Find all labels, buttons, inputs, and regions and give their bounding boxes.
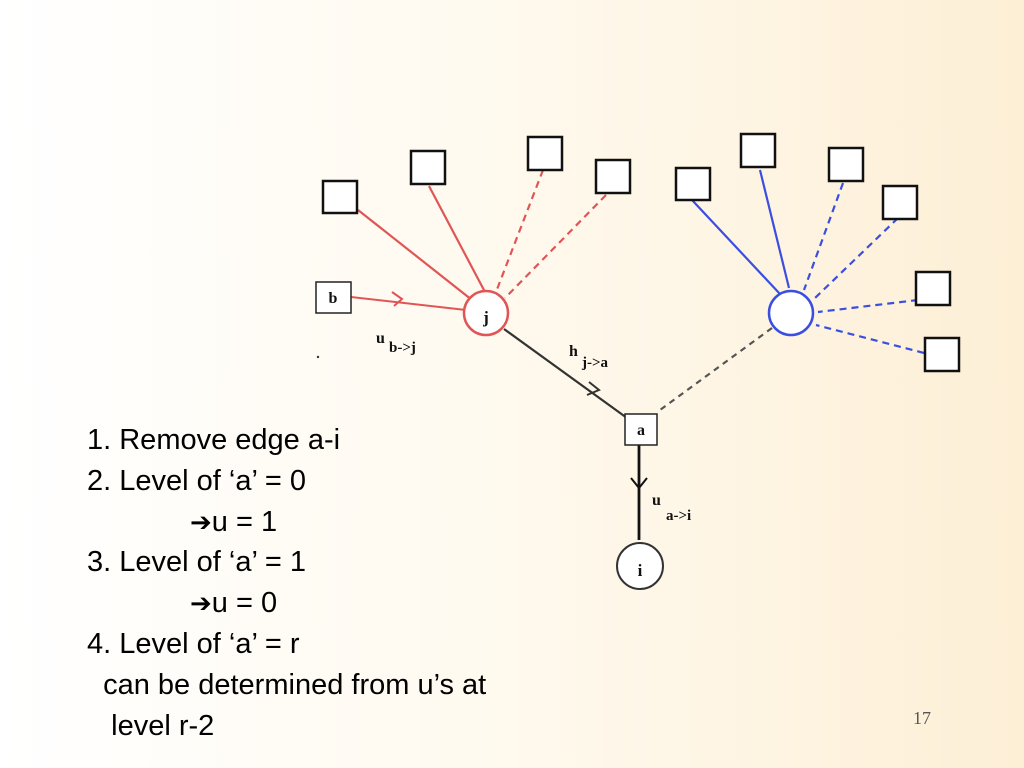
edge-right-a-dashed: [659, 327, 773, 411]
edge-label-h-j-a-sub: j->a: [581, 355, 609, 371]
node-b-label: b: [329, 290, 338, 307]
arrow-j-a: [586, 381, 601, 396]
edge-label-u-b-j-sub: b->j: [389, 340, 416, 356]
leaf-square: [594, 158, 632, 195]
edge-r-leaf6-dashed: [815, 323, 925, 355]
leaf-square: [827, 146, 865, 183]
edge-r-leaf1: [691, 199, 781, 295]
edge-r-leaf3-dashed: [802, 182, 845, 291]
leaf-square: [409, 149, 447, 186]
edge-j-leaf2: [428, 185, 486, 293]
edge-r-leaf4-dashed: [814, 217, 899, 299]
edge-j-a: [503, 328, 628, 419]
leaf-square: [739, 132, 777, 169]
step-4-continuation-1: can be determined from u’s at: [87, 668, 487, 701]
arrow-a-i: [630, 477, 648, 490]
edge-label-u-a-i-sub: a->i: [666, 508, 691, 524]
leaf-square: [526, 135, 564, 172]
node-j: j: [462, 289, 510, 337]
node-b: b: [315, 281, 352, 314]
step-4: 4. Level of ‘a’ = r: [87, 627, 300, 660]
stray-dot: [316, 355, 320, 359]
edge-b-j: [350, 296, 467, 311]
edge-label-h-j-a-main: h: [569, 343, 578, 360]
node-a-label: a: [637, 422, 645, 439]
node-j-label: j: [482, 308, 489, 327]
edge-r-leaf5-dashed: [817, 298, 919, 314]
step-2: 2. Level of ‘a’ = 0: [87, 464, 306, 497]
edge-r-leaf2: [758, 169, 791, 289]
leaf-square: [923, 336, 961, 373]
steps-list: 1. Remove edge a-i 2. Level of ‘a’ = 0 ➔…: [87, 420, 486, 746]
step-4-continuation-2: level r-2: [87, 709, 215, 742]
edge-j-leaf3-dashed: [494, 169, 545, 293]
step-1: 1. Remove edge a-i: [87, 424, 341, 456]
arrow-icon: ➔: [190, 588, 212, 619]
edge-label-h-j-a: h j->a: [569, 343, 609, 371]
leaf-nodes: [321, 132, 961, 373]
node-a: a: [624, 413, 658, 446]
step-3-result-text: u = 0: [211, 587, 278, 620]
step-3-result: ➔u = 0: [87, 583, 486, 624]
edge-label-u-a-i: u a->i: [652, 492, 691, 524]
node-i-label: i: [638, 561, 643, 580]
edge-j-leaf1: [357, 209, 473, 301]
edge-label-u-a-i-main: u: [652, 492, 661, 509]
left-cluster-edges: [350, 169, 607, 311]
step-2-result-text: u = 1: [211, 505, 278, 538]
step-2-result: ➔u = 1: [87, 502, 486, 543]
step-3: 3. Level of ‘a’ = 1: [87, 546, 306, 579]
leaf-square: [321, 179, 359, 215]
leaf-square: [674, 166, 712, 202]
node-i: i: [616, 542, 664, 590]
leaf-square: [914, 270, 952, 307]
leaf-square: [881, 184, 919, 221]
main-path-edges: [503, 327, 773, 540]
right-cluster-edges: [691, 169, 925, 355]
slide-number: 17: [913, 708, 931, 728]
node-right-hub: [767, 289, 815, 337]
edge-label-u-b-j: u b->j: [376, 330, 416, 356]
edge-label-u-b-j-main: u: [376, 330, 385, 347]
arrow-b-j: [391, 291, 404, 307]
arrow-icon: ➔: [190, 506, 212, 537]
edge-j-leaf4-dashed: [504, 194, 607, 299]
